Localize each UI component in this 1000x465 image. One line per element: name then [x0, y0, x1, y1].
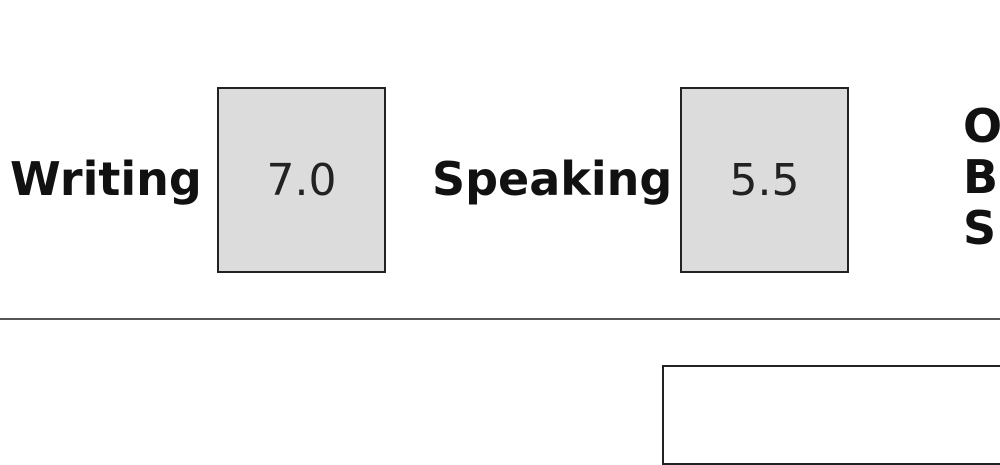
writing-label: Writing [10, 152, 202, 206]
speaking-label: Speaking [432, 152, 673, 206]
lower-section-box [662, 365, 1000, 465]
section-divider [0, 318, 1000, 320]
overall-label-line-1: O [963, 99, 1000, 153]
speaking-score-box: 5.5 [680, 87, 849, 273]
overall-label-line-2: B [963, 150, 999, 204]
overall-label-line-3: S [963, 201, 997, 255]
writing-score-box: 7.0 [217, 87, 386, 273]
overall-band-score-label: O B S [963, 101, 1000, 254]
